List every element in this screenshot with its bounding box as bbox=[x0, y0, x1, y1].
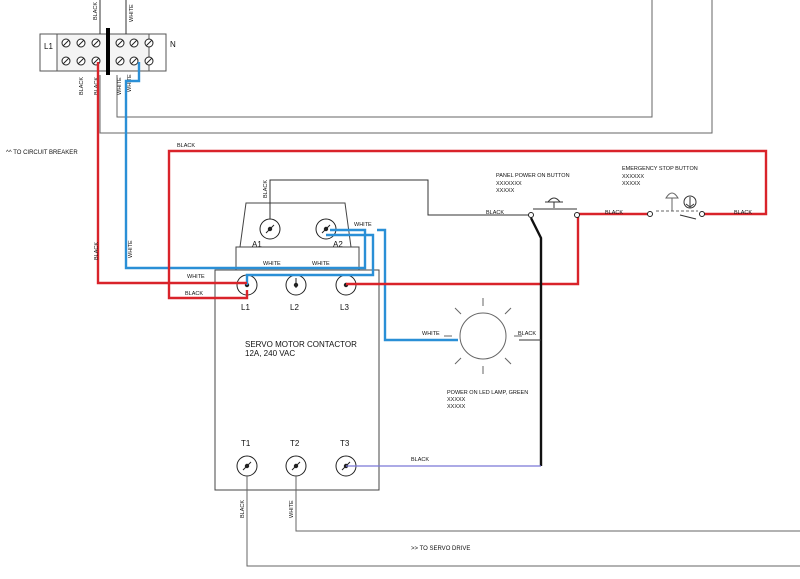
contactor-rating: 12A, 240 VAC bbox=[245, 349, 295, 358]
terminal-label-a1: A1 bbox=[252, 240, 262, 249]
terminal-block: L1 N bbox=[39, 33, 176, 72]
wire-red-line bbox=[96, 62, 247, 285]
label-black-button: BLACK bbox=[486, 210, 504, 216]
terminal-label-l2: L2 bbox=[290, 303, 299, 312]
label-white-lamp: WHITE bbox=[422, 331, 440, 337]
label-black-estop-right: BLACK bbox=[734, 210, 752, 216]
wire-red-estop-loop bbox=[167, 149, 768, 300]
terminal-l2 bbox=[285, 274, 307, 296]
lamp-line1: XXXXX bbox=[447, 397, 466, 403]
button-line1: XXXXXXX bbox=[496, 181, 522, 187]
estop-line2: XXXXX bbox=[622, 181, 641, 187]
terminal-a1 bbox=[259, 218, 281, 240]
label-top-white: WHITE bbox=[129, 4, 135, 22]
contactor-title: SERVO MOTOR CONTACTOR bbox=[245, 340, 357, 349]
estop-line1: XXXXXX bbox=[622, 174, 644, 180]
terminal-label-l1: L1 bbox=[44, 42, 53, 51]
label-white-a1-bar: WHITE bbox=[263, 261, 281, 267]
label-black-t1: BLACK bbox=[240, 500, 246, 518]
wire-white-a2-l1 bbox=[245, 233, 375, 285]
label-bottom-white-2: WHITE bbox=[127, 74, 133, 92]
terminal-screw-row-bottom bbox=[61, 56, 154, 66]
terminal-label-t2: T2 bbox=[290, 439, 300, 448]
label-bottom-white-1: WHITE bbox=[117, 77, 123, 95]
terminal-label-n: N bbox=[170, 40, 176, 49]
button-line2: XXXXX bbox=[496, 188, 515, 194]
wire-black-button-down bbox=[529, 217, 543, 466]
button-title: PANEL POWER ON BUTTON bbox=[496, 173, 570, 179]
label-black-left: BLACK bbox=[94, 242, 100, 260]
estop-title: EMERGENCY STOP BUTTON bbox=[622, 166, 698, 172]
lamp-title: POWER ON LED LAMP, GREEN bbox=[447, 390, 528, 396]
wire-red-button-l3 bbox=[346, 212, 648, 286]
note-servo-drive: >> TO SERVO DRIVE bbox=[411, 546, 470, 552]
label-white-a2: WHITE bbox=[354, 222, 372, 228]
terminal-t1 bbox=[236, 455, 258, 477]
label-black-top-loop: BLACK bbox=[177, 143, 195, 149]
label-white-t2: WHITE bbox=[289, 500, 295, 518]
wire-white-neutral bbox=[124, 62, 367, 270]
lamp-line2: XXXXX bbox=[447, 404, 466, 410]
label-black-a1-lead: BLACK bbox=[263, 180, 269, 198]
label-white-left: WHITE bbox=[128, 240, 134, 258]
terminal-label-l3: L3 bbox=[340, 303, 349, 312]
label-black-estop-mid: BLACK bbox=[605, 210, 623, 216]
label-bottom-black-1: BLACK bbox=[79, 77, 85, 95]
note-circuit-breaker: ^^ TO CIRCUIT BREAKER bbox=[6, 150, 78, 156]
wire-black-a1-button bbox=[269, 179, 530, 219]
label-top-black: BLACK bbox=[93, 2, 99, 20]
panel-power-button bbox=[528, 197, 580, 218]
label-black-lamp: BLACK bbox=[518, 331, 536, 337]
terminal-screw-row-top bbox=[61, 38, 154, 48]
wire-t2-drive bbox=[295, 476, 800, 532]
terminal-label-a2: A2 bbox=[333, 240, 343, 249]
led-lamp bbox=[444, 298, 522, 374]
wire-t1-drive bbox=[246, 476, 800, 567]
panel-enclosure bbox=[99, 0, 713, 134]
label-black-l1: BLACK bbox=[185, 291, 203, 297]
label-black-t3: BLACK bbox=[411, 457, 429, 463]
label-white-a2-bar: WHITE bbox=[312, 261, 330, 267]
terminal-t2 bbox=[285, 455, 307, 477]
emergency-stop-button bbox=[647, 192, 705, 220]
label-white-l1: WHITE bbox=[187, 274, 205, 280]
terminal-label-t1: T1 bbox=[241, 439, 251, 448]
terminal-label-l1-contactor: L1 bbox=[241, 303, 250, 312]
terminal-label-t3: T3 bbox=[340, 439, 350, 448]
servo-contactor: SERVO MOTOR CONTACTOR 12A, 240 VAC bbox=[214, 202, 380, 491]
